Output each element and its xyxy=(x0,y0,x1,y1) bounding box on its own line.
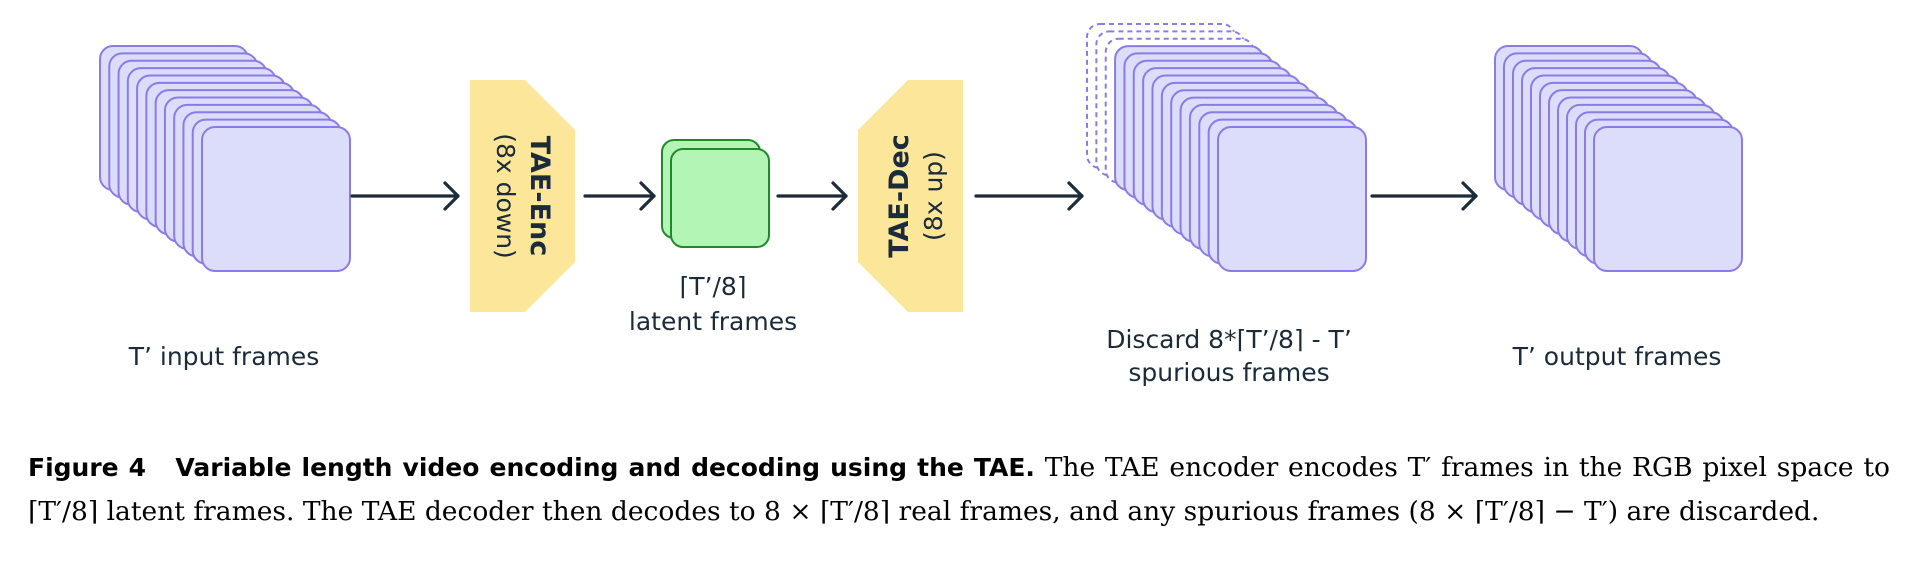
output-frame xyxy=(1593,126,1743,272)
decoder-title: TAE-Dec xyxy=(884,134,915,258)
decoder-block xyxy=(858,80,963,312)
caption-figure-number: Figure 4 xyxy=(28,453,147,482)
arrow-latent-to-decoder xyxy=(776,181,848,211)
discard-suffix: - T’ xyxy=(1303,325,1352,354)
caption-text: The TAE encoder encodes T′ frames in the… xyxy=(28,452,1890,527)
encoder-block xyxy=(470,80,575,312)
output-frames-label: T’ output frames xyxy=(1512,342,1722,371)
arrow-discard-to-output xyxy=(1370,181,1478,211)
figure-caption: Figure 4 Variable length video encoding … xyxy=(28,446,1890,534)
arrow-encoder-to-latent xyxy=(583,181,656,211)
arrow-decoder-to-discard xyxy=(974,181,1084,211)
input-frame xyxy=(201,126,351,272)
decoder-label: TAE-Dec (8x up) xyxy=(883,134,951,258)
latent-frame-front xyxy=(670,148,770,248)
discard-prefix: Discard 8* xyxy=(1106,325,1237,354)
encoder-subtitle: (8x down) xyxy=(491,133,520,259)
discard-label-line1: Discard 8*⌈T’/8⌉ - T’ xyxy=(1106,323,1352,357)
arrow-input-to-encoder xyxy=(350,181,460,211)
decoder-subtitle: (8x up) xyxy=(919,151,948,241)
arrows xyxy=(350,181,1478,211)
discard-frame xyxy=(1217,126,1367,272)
encoder-label: TAE-Enc (8x down) xyxy=(488,133,556,259)
caption-title: Variable length video encoding and decod… xyxy=(175,453,1035,482)
discard-frames-stack xyxy=(1086,23,1367,272)
latent-frames-label: latent frames xyxy=(628,307,798,336)
discard-ceil-expression: ⌈T’/8⌉ xyxy=(1236,325,1304,354)
output-frames-stack xyxy=(1494,45,1743,272)
input-frames-stack xyxy=(99,45,351,272)
discard-label-line2: spurious frames xyxy=(1128,358,1330,387)
diagram-canvas xyxy=(99,23,1743,312)
latent-ceil-expression: ⌈T’/8⌉ xyxy=(679,272,747,301)
input-frames-label: T’ input frames xyxy=(128,342,320,371)
encoder-title: TAE-Enc xyxy=(524,135,555,257)
